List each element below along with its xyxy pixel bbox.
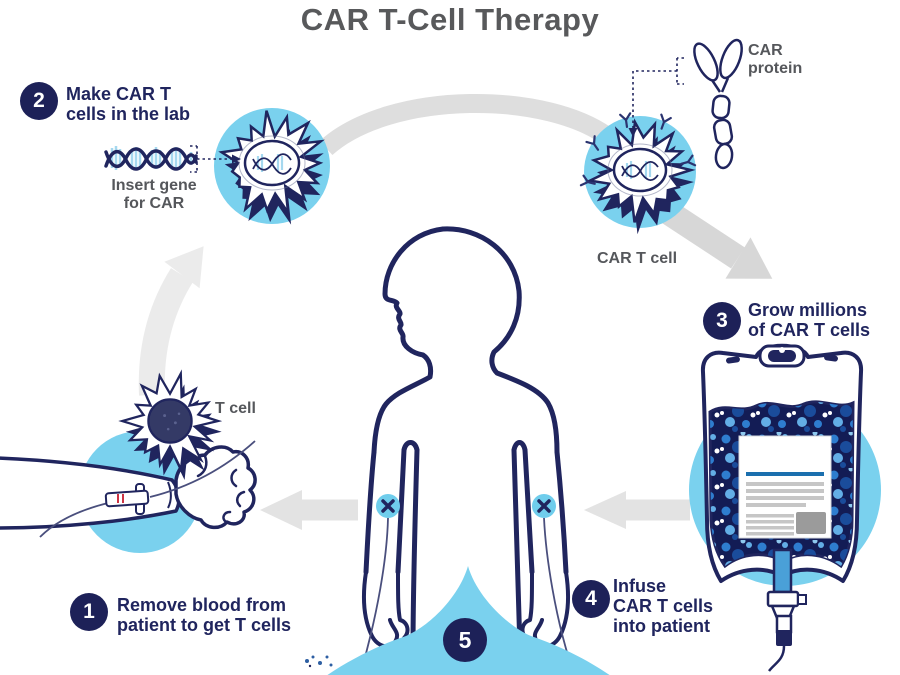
t-cell-icon xyxy=(118,369,223,481)
step-2-label: Make CAR T cells in the lab xyxy=(66,84,191,125)
arrow-lab-to-cart xyxy=(319,93,618,156)
step-1-label: Remove blood from patient to get T cells xyxy=(117,595,292,636)
step-1-badge: 1 xyxy=(70,593,108,631)
step-5-badge: 5 xyxy=(443,618,487,662)
insert-gene-label: Insert gene for CAR xyxy=(111,177,197,213)
t-cell-label: T cell xyxy=(215,400,256,417)
protein-to-cell-connector xyxy=(628,57,684,137)
diagram-title: CAR T-Cell Therapy xyxy=(300,2,600,37)
step-1-number: 1 xyxy=(83,600,95,623)
dna-to-cell-connector xyxy=(190,145,241,173)
step-5-number: 5 xyxy=(458,626,472,653)
arrow-cart-to-grow xyxy=(661,201,773,279)
blood-tube xyxy=(39,502,109,538)
step-3-number: 3 xyxy=(716,309,728,332)
step-4-label: Infuse CAR T cells into patient xyxy=(613,576,714,637)
car-t-cell-label: CAR T cell xyxy=(597,250,678,267)
bag-hanger xyxy=(726,344,838,368)
blood-tube xyxy=(149,440,256,498)
arrow-body-to-arm xyxy=(260,490,358,530)
step-4-number: 4 xyxy=(585,587,597,610)
step-4-badge: 4 xyxy=(572,580,610,618)
bag-label xyxy=(738,435,832,539)
iv-site-right-icon xyxy=(532,494,571,663)
arrow-tcell-to-lab xyxy=(138,246,204,396)
nucleus-dna xyxy=(252,153,292,175)
car-protein-icon xyxy=(693,38,743,170)
dna-icon xyxy=(104,146,198,171)
step-2-badge: 2 xyxy=(20,82,58,120)
sparkle-cells xyxy=(305,655,333,668)
step-3-badge: 3 xyxy=(703,302,741,340)
lab-cell-icon xyxy=(214,108,330,225)
step-2-number: 2 xyxy=(33,89,45,112)
iv-bag-icon xyxy=(689,343,881,672)
iv-site-left-icon xyxy=(361,494,400,669)
step-3-label: Grow millions of CAR T cells xyxy=(748,300,871,341)
needle-icon xyxy=(104,483,150,515)
fist xyxy=(174,445,257,530)
arm-blood-draw-scene xyxy=(0,431,257,553)
infusion-tube xyxy=(768,645,786,672)
drip-chamber-icon xyxy=(766,548,807,672)
car-t-cell-icon xyxy=(579,112,697,235)
arrow-bag-to-body xyxy=(584,491,690,529)
car-protein-label: CAR protein xyxy=(748,42,803,78)
